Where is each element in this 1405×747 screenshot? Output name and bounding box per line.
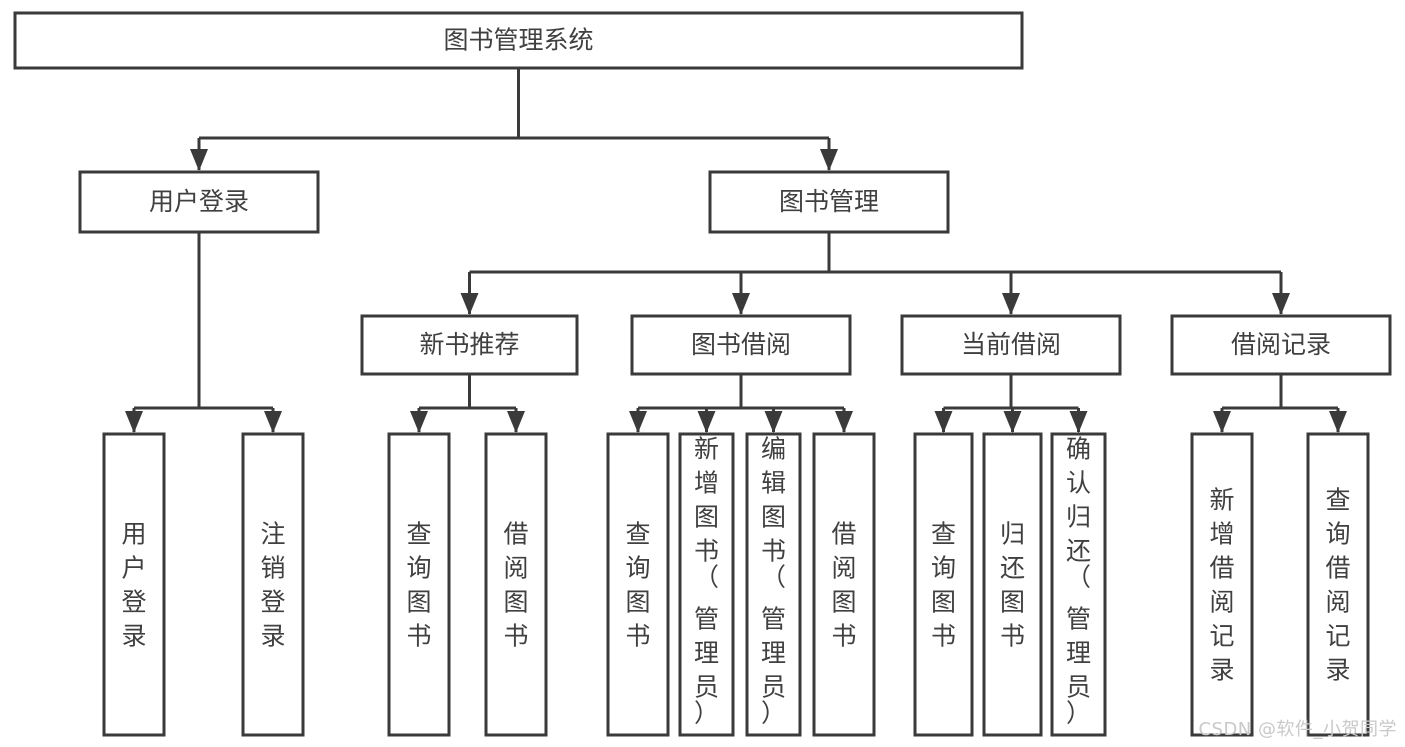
node-level1-label-1: 图书管理 <box>779 187 879 216</box>
connector-lines <box>132 68 1340 432</box>
node-level2-label-1: 图书借阅 <box>691 330 791 359</box>
arrow-head-icon-leaf-0-0 <box>125 411 143 433</box>
arrow-head-icon-leaf-3-1 <box>1003 411 1022 433</box>
node-leaf-box-0[interactable] <box>102 432 166 737</box>
arrow-head-icon-level2-2 <box>1002 293 1020 315</box>
arrow-head-icon-leaf-3-0 <box>934 411 953 433</box>
node-level2-label-0: 新书推荐 <box>419 330 519 359</box>
arrow-head-icon-leaf-3-2 <box>1069 411 1088 433</box>
node-root-label: 图书管理系统 <box>443 26 593 55</box>
node-leaf-label-2: 查询图书 <box>406 520 431 651</box>
node-leaf-box-1[interactable] <box>241 432 305 737</box>
node-level2-box-0[interactable] <box>360 314 579 376</box>
arrow-head-icon-level2-1 <box>732 293 750 315</box>
arrow-head-icon-leaf-4-0 <box>1213 411 1231 433</box>
node-leaf-box-8[interactable] <box>913 432 974 737</box>
node-level2-label-3: 借阅记录 <box>1231 330 1331 359</box>
node-leaf-box-9[interactable] <box>982 432 1043 737</box>
node-leaf-label-4: 查询图书 <box>625 520 650 651</box>
arrow-heads <box>125 149 1347 433</box>
node-leaf-box-10[interactable] <box>1050 432 1107 737</box>
node-leaf-box-7[interactable] <box>812 432 876 737</box>
node-level1-box-1[interactable] <box>708 170 950 234</box>
node-leaf-label-7: 借阅图书 <box>831 520 856 651</box>
node-level1-label-0: 用户登录 <box>149 187 249 216</box>
node-leaf-label-5: 新增图书（管理员） <box>694 435 719 728</box>
node-leaf-box-12[interactable] <box>1306 432 1370 737</box>
node-leaf-label-12: 查询借阅记录 <box>1325 486 1350 685</box>
node-level2-label-2: 当前借阅 <box>961 330 1061 359</box>
node-leaf-label-11: 新增借阅记录 <box>1209 486 1234 685</box>
node-leaf-box-6[interactable] <box>745 432 802 737</box>
arrow-head-icon-leaf-1-0 <box>410 411 428 433</box>
arrow-head-icon-leaf-2-1 <box>697 411 716 433</box>
arrow-head-icon-level2-3 <box>1272 293 1290 315</box>
csdn-watermark: CSDN @软件_小贺同学 <box>1198 719 1397 740</box>
node-leaf-box-5[interactable] <box>678 432 735 737</box>
node-leaf-box-11[interactable] <box>1190 432 1254 737</box>
node-leaf-label-1: 注销登录 <box>260 520 285 651</box>
node-level2-box-1[interactable] <box>630 314 852 376</box>
arrow-head-icon-leaf-1-1 <box>507 411 525 433</box>
node-leaf-label-0: 用户登录 <box>121 520 146 651</box>
node-boxes: 图书管理系统用户登录图书管理新书推荐图书借阅当前借阅借阅记录用户登录注销登录查询… <box>13 11 1392 737</box>
node-leaf-label-6: 编辑图书（管理员） <box>761 435 786 728</box>
node-leaf-box-4[interactable] <box>606 432 670 737</box>
arrow-head-icon-leaf-0-1 <box>264 411 282 433</box>
arrow-head-icon-level1-0 <box>190 149 208 171</box>
node-leaf-label-8: 查询图书 <box>931 520 956 651</box>
node-root-box[interactable] <box>13 11 1024 70</box>
node-leaf-label-9: 归还图书 <box>1000 520 1025 651</box>
node-level2-box-3[interactable] <box>1170 314 1392 376</box>
node-leaf-label-10: 确认归还（管理员） <box>1066 435 1091 728</box>
node-level1-box-0[interactable] <box>78 170 320 234</box>
arrow-head-icon-level1-1 <box>820 149 838 171</box>
node-level2-box-2[interactable] <box>900 314 1122 376</box>
arrow-head-icon-leaf-2-2 <box>764 411 783 433</box>
node-leaf-box-3[interactable] <box>484 432 548 737</box>
arrow-head-icon-leaf-2-3 <box>835 411 853 433</box>
node-leaf-label-3: 借阅图书 <box>503 520 528 651</box>
arrow-head-icon-leaf-2-0 <box>629 411 647 433</box>
arrow-head-icon-leaf-4-1 <box>1329 411 1347 433</box>
arrow-head-icon-level2-0 <box>460 293 479 315</box>
node-leaf-box-2[interactable] <box>387 432 451 737</box>
